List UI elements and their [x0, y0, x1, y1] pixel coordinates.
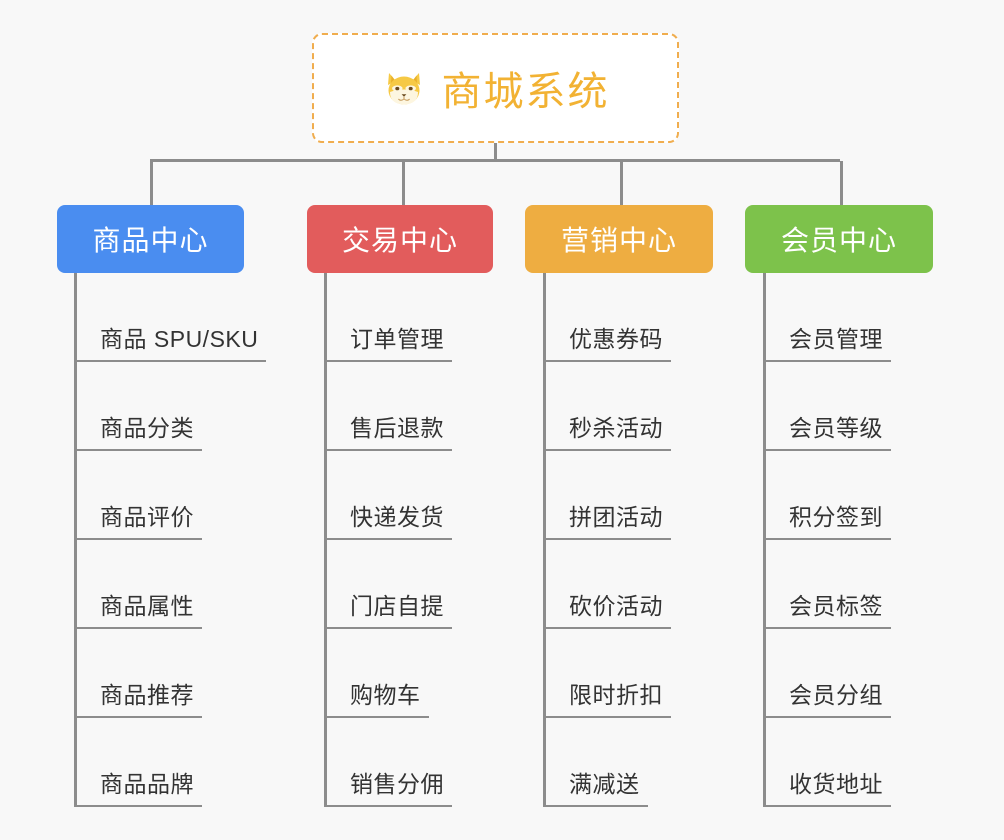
branch-spine-connector [763, 273, 766, 807]
leaf-underline: 商品评价 [74, 498, 202, 540]
root-stem-connector [494, 143, 497, 161]
category-box-2[interactable]: 交易中心 [307, 205, 493, 273]
leaf-label: 商品分类 [100, 415, 194, 441]
leaf-label: 砍价活动 [569, 593, 663, 619]
leaf-label: 满减送 [569, 771, 640, 797]
leaf-underline: 会员管理 [763, 320, 891, 362]
leaf-item[interactable]: 商品 SPU/SKU [74, 273, 267, 362]
root-node[interactable]: 商城系统 [312, 33, 679, 143]
leaf-label: 拼团活动 [569, 504, 663, 530]
leaf-underline: 限时折扣 [543, 676, 671, 718]
leaf-underline: 商品推荐 [74, 676, 202, 718]
leaf-item[interactable]: 会员管理 [763, 273, 891, 362]
leaf-label: 秒杀活动 [569, 415, 663, 441]
leaf-item[interactable]: 商品评价 [74, 451, 266, 540]
branch-spine-connector [74, 273, 77, 807]
shiba-inu-icon [382, 66, 426, 110]
branch-spine-connector [543, 273, 546, 807]
branch-drop-connector [620, 161, 623, 206]
category-label: 会员中心 [780, 225, 897, 256]
category-box-3[interactable]: 营销中心 [525, 205, 713, 273]
leaf-label: 销售分佣 [350, 771, 444, 797]
leaf-label: 售后退款 [350, 415, 444, 441]
leaf-item[interactable]: 积分签到 [763, 451, 891, 540]
horizontal-bus-connector [150, 159, 840, 162]
leaf-label: 积分签到 [789, 504, 883, 530]
leaf-label: 订单管理 [350, 326, 444, 352]
leaf-underline: 砍价活动 [543, 587, 671, 629]
leaf-label: 优惠券码 [569, 326, 663, 352]
leaf-item[interactable]: 售后退款 [324, 362, 452, 451]
leaf-underline: 收货地址 [763, 765, 891, 807]
leaf-item[interactable]: 商品分类 [74, 362, 266, 451]
leaf-item[interactable]: 秒杀活动 [543, 362, 671, 451]
leaf-underline: 购物车 [324, 676, 429, 718]
leaf-item[interactable]: 门店自提 [324, 540, 452, 629]
leaf-list: 订单管理售后退款快递发货门店自提购物车销售分佣 [324, 273, 452, 807]
leaf-underline: 会员分组 [763, 676, 891, 718]
leaf-underline: 商品属性 [74, 587, 202, 629]
leaf-underline: 订单管理 [324, 320, 452, 362]
leaf-item[interactable]: 会员等级 [763, 362, 891, 451]
leaf-list: 优惠券码秒杀活动拼团活动砍价活动限时折扣满减送 [543, 273, 671, 807]
leaf-label: 限时折扣 [569, 682, 663, 708]
leaf-item[interactable]: 商品推荐 [74, 629, 266, 718]
leaf-list: 商品 SPU/SKU 商品分类商品评价商品属性商品推荐商品品牌 [74, 273, 267, 807]
leaf-item[interactable]: 商品品牌 [74, 718, 266, 807]
branch-spine-connector [324, 273, 327, 807]
leaf-item[interactable]: 收货地址 [763, 718, 891, 807]
leaf-item[interactable]: 商品属性 [74, 540, 266, 629]
leaf-label: 商品品牌 [100, 771, 194, 797]
leaf-underline: 商品 SPU/SKU [74, 320, 267, 362]
leaf-underline: 商品品牌 [74, 765, 202, 807]
leaf-underline: 商品分类 [74, 409, 202, 451]
leaf-underline: 秒杀活动 [543, 409, 671, 451]
leaf-label: 会员分组 [789, 682, 883, 708]
leaf-item[interactable]: 拼团活动 [543, 451, 671, 540]
branch-drop-connector [402, 161, 405, 206]
category-label: 营销中心 [560, 225, 677, 256]
leaf-item[interactable]: 会员分组 [763, 629, 891, 718]
leaf-item[interactable]: 会员标签 [763, 540, 891, 629]
leaf-underline: 满减送 [543, 765, 648, 807]
leaf-item[interactable]: 订单管理 [324, 273, 452, 362]
leaf-item[interactable]: 限时折扣 [543, 629, 671, 718]
root-title: 商城系统 [441, 70, 610, 114]
leaf-item[interactable]: 购物车 [324, 629, 452, 718]
leaf-underline: 拼团活动 [543, 498, 671, 540]
category-label: 交易中心 [341, 225, 458, 256]
leaf-item[interactable]: 销售分佣 [324, 718, 452, 807]
leaf-list: 会员管理会员等级积分签到会员标签会员分组收货地址 [763, 273, 891, 807]
category-label: 商品中心 [92, 225, 209, 256]
leaf-label: 会员等级 [789, 415, 883, 441]
leaf-label: 商品属性 [100, 593, 194, 619]
leaf-underline: 积分签到 [763, 498, 891, 540]
leaf-label: 门店自提 [350, 593, 444, 619]
leaf-label: 商品 SPU/SKU [100, 326, 259, 352]
leaf-item[interactable]: 砍价活动 [543, 540, 671, 629]
leaf-label: 会员标签 [789, 593, 883, 619]
branch-drop-connector [840, 161, 843, 206]
category-box-4[interactable]: 会员中心 [745, 205, 933, 273]
leaf-underline: 优惠券码 [543, 320, 671, 362]
leaf-underline: 会员标签 [763, 587, 891, 629]
leaf-underline: 会员等级 [763, 409, 891, 451]
category-box-1[interactable]: 商品中心 [57, 205, 244, 273]
leaf-label: 会员管理 [789, 326, 883, 352]
leaf-label: 收货地址 [789, 771, 883, 797]
leaf-underline: 门店自提 [324, 587, 452, 629]
leaf-underline: 售后退款 [324, 409, 452, 451]
leaf-label: 购物车 [350, 682, 421, 708]
branch-drop-connector [150, 161, 153, 206]
leaf-item[interactable]: 优惠券码 [543, 273, 671, 362]
leaf-item[interactable]: 快递发货 [324, 451, 452, 540]
leaf-underline: 快递发货 [324, 498, 452, 540]
leaf-label: 商品推荐 [100, 682, 194, 708]
leaf-label: 快递发货 [350, 504, 444, 530]
leaf-label: 商品评价 [100, 504, 194, 530]
leaf-item[interactable]: 满减送 [543, 718, 671, 807]
leaf-underline: 销售分佣 [324, 765, 452, 807]
